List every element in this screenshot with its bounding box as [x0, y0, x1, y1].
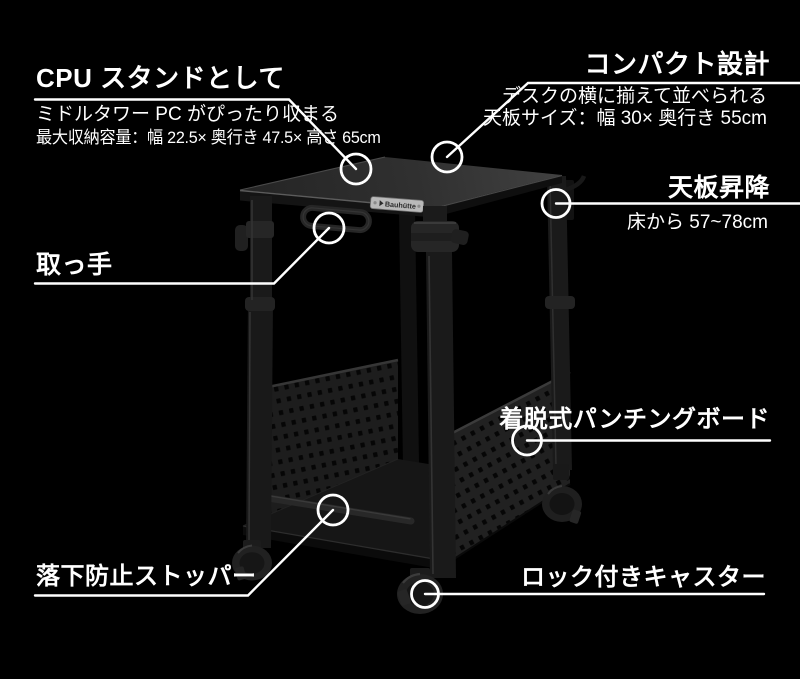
caster-back-right — [542, 464, 582, 524]
callout-compact-title: コンパクト設計 — [584, 49, 770, 79]
caster-front-left — [232, 540, 272, 581]
callout-circle-handle — [312, 211, 346, 245]
callout-lift-title: 天板昇降 — [667, 174, 770, 202]
handle-bar — [300, 204, 372, 234]
stopper-bar — [258, 493, 415, 525]
caster-lock-tab — [235, 566, 247, 581]
callout-circle-caster — [410, 579, 440, 609]
cable-hook — [564, 175, 587, 193]
bauhuette-logo-icon — [379, 200, 384, 207]
pegboard-panel-left — [267, 358, 399, 530]
callout-compact-desc1: デスクの横に揃えて並べられる — [501, 86, 767, 107]
callout-pegboard-title: 着脱式パンチングボード — [499, 406, 770, 433]
clamp-lever — [450, 229, 469, 245]
plate-screw-icon — [417, 204, 421, 208]
brand-plate-label: Bauhütte — [385, 199, 417, 210]
callout-circle-compact — [430, 140, 464, 174]
tabletop: Bauhütte — [239, 156, 563, 218]
plate-screw-icon — [373, 201, 377, 205]
callout-cpu-stand-desc2: 最大収納容量：幅 22.5× 奥行き 47.5× 高さ 65cm — [36, 128, 381, 147]
callout-circle-stopper — [316, 493, 350, 527]
clamp-knob — [235, 225, 248, 251]
callout-circle-pegboard — [511, 424, 543, 457]
callout-cpu-stand-desc1: ミドルタワー PC がぴったり収まる — [36, 104, 339, 125]
callout-caster-title: ロック付きキャスター — [521, 564, 766, 591]
leader-stopper — [33, 508, 335, 597]
callout-cpu-stand-title: CPU スタンドとして — [36, 63, 285, 93]
callout-stopper-title: 落下防止ストッパー — [36, 563, 257, 590]
back-left-leg — [399, 212, 419, 464]
front-left-leg — [235, 196, 275, 548]
front-right-leg — [411, 206, 469, 578]
leader-compact — [445, 81, 800, 159]
height-clamp-left — [245, 297, 275, 311]
callout-lift-desc1: 床から 57~78cm — [627, 212, 768, 233]
caster-lock-tab — [569, 509, 582, 524]
height-clamp-rear — [545, 296, 575, 309]
callout-compact-desc2: 天板サイズ：幅 30× 奥行き 55cm — [483, 108, 767, 129]
callout-circle-cpu-stand — [339, 152, 373, 186]
callout-handle-title: 取っ手 — [36, 251, 113, 279]
leader-handle — [33, 226, 331, 285]
leader-cpu-stand — [33, 98, 358, 171]
callout-circle-lift — [540, 188, 572, 219]
caster-lock-tab — [397, 589, 411, 606]
